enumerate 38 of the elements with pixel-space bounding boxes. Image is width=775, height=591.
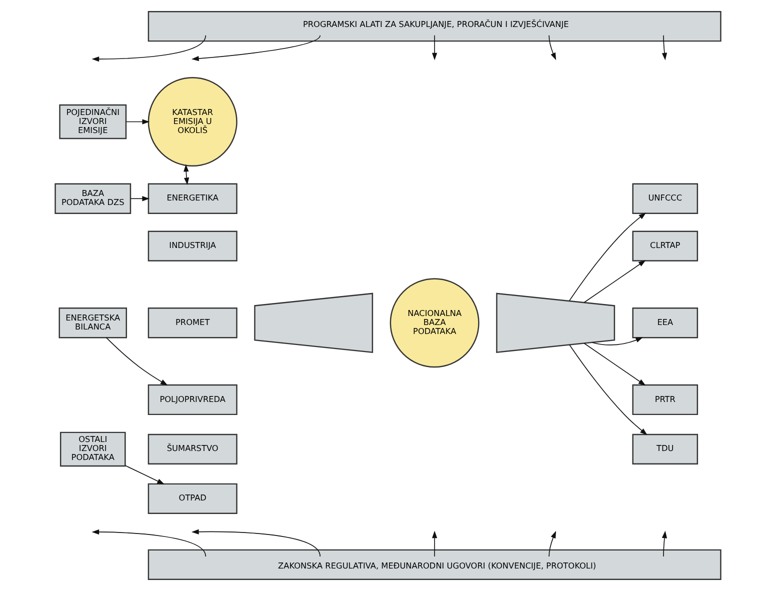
- node-box: ENERGETSKA BILANCA: [58, 308, 126, 338]
- arrow: [106, 337, 168, 386]
- arrow: [432, 530, 437, 557]
- arrow: [190, 34, 320, 62]
- arrow: [548, 530, 556, 557]
- arrow: [661, 530, 667, 557]
- node-box: POJEDINAČNI IZVORI EMISIJE: [58, 104, 126, 140]
- arrow: [583, 260, 646, 303]
- node-circle: NACIONALNA BAZA PODATAKA: [389, 278, 479, 368]
- node-box: OTPAD: [147, 483, 237, 514]
- arrow: [591, 337, 643, 346]
- arrow: [124, 465, 164, 484]
- arrow: [568, 344, 647, 436]
- arrow: [548, 34, 556, 60]
- node-box: ZAKONSKA REGULATIVA, MEĐUNARODNI UGOVORI (KONVENCIJE, PROTOKOLI): [147, 549, 721, 580]
- arrow: [583, 342, 646, 386]
- node-trapezium: [254, 292, 373, 353]
- node-box: BAZA PODATAKA DZS: [54, 183, 131, 214]
- arrow: [661, 34, 667, 60]
- node-box: CLRTAP: [632, 230, 698, 262]
- node-box: ENERGETIKA: [147, 183, 237, 214]
- arrow: [432, 34, 437, 60]
- arrow: [125, 119, 150, 124]
- node-trapezium: [496, 292, 615, 353]
- node-box: UNFCCC: [632, 183, 698, 214]
- node-box: EEA: [632, 308, 698, 338]
- node-box: TDU: [632, 434, 698, 465]
- node-box: PRTR: [632, 384, 698, 416]
- arrow: [190, 529, 320, 557]
- arrow: [130, 196, 150, 202]
- arrow: [568, 212, 646, 302]
- node-box: PROMET: [147, 308, 237, 338]
- node-box: OSTALI IZVORI PODATAKA: [59, 432, 126, 467]
- node-box: INDUSTRIJA: [147, 230, 237, 262]
- node-box: PROGRAMSKI ALATI ZA SAKUPLJANJE, PRORAČUN I IZVJEŠĆIVANJE: [147, 11, 721, 42]
- node-box: POLJOPRIVREDA: [147, 384, 237, 416]
- node-box: ŠUMARSTVO: [147, 434, 237, 465]
- node-circle: KATASTAR EMISIJA U OKOLIŠ: [147, 77, 237, 167]
